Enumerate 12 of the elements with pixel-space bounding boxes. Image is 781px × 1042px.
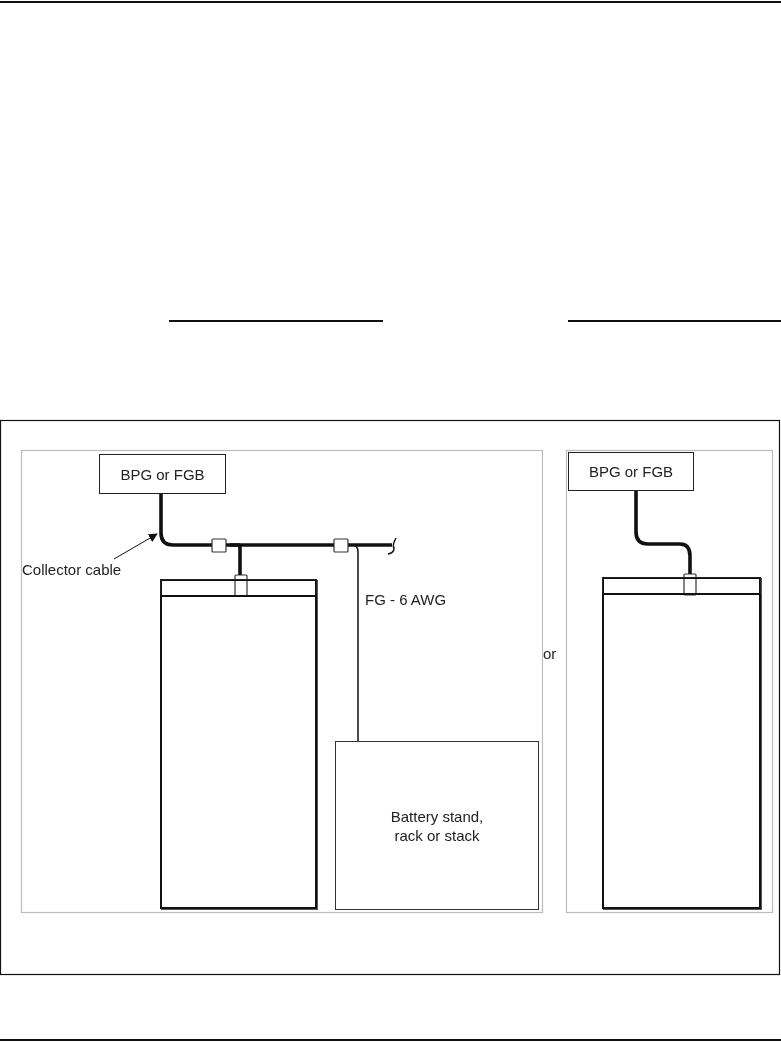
box-label: BPG or FGB — [588, 462, 674, 481]
ground-bar-box — [99, 454, 226, 494]
stand-box — [335, 741, 539, 910]
leader-line — [113, 533, 158, 560]
box-label: BPG or FGB — [120, 464, 205, 484]
cabinet-drawing — [602, 577, 761, 909]
cabinet-drawing — [160, 579, 317, 909]
box-label: Battery stand, rack or stack — [389, 806, 485, 845]
text-label: or — [543, 645, 557, 662]
ground-bar-box — [568, 452, 694, 491]
callout-label: Collector cable — [22, 559, 122, 579]
edge-label: FG - 6 AWG — [365, 591, 447, 608]
